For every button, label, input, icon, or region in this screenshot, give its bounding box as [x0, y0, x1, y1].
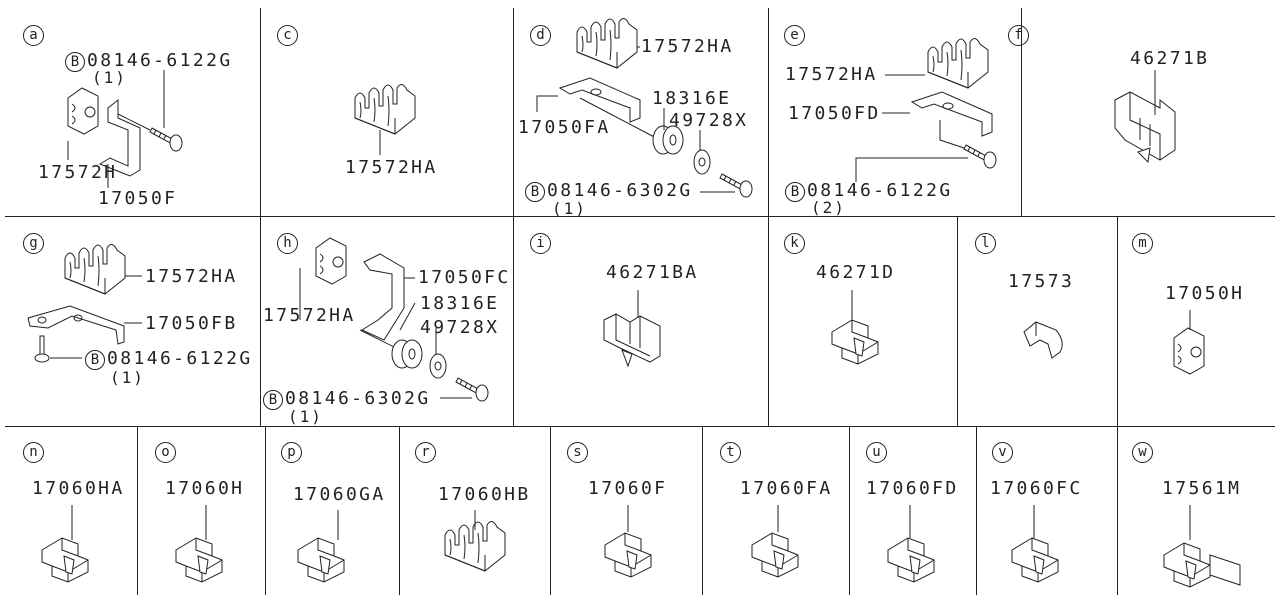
- panel-letter-g: g: [23, 233, 44, 254]
- panel-letter-a: a: [23, 25, 44, 46]
- grid-line: [1117, 426, 1118, 595]
- part-number: 08146-6302G: [285, 388, 431, 409]
- part-number[interactable]: 17060F: [588, 478, 668, 499]
- part-number[interactable]: 17050FD: [788, 103, 881, 124]
- part-number[interactable]: 17572HA: [345, 157, 438, 178]
- grid-line: [957, 216, 958, 426]
- part-number[interactable]: 49728X: [420, 317, 500, 338]
- grid-line: [849, 426, 850, 595]
- part-number[interactable]: 17060HB: [438, 484, 531, 505]
- part-number: 08146-6122G: [87, 50, 233, 71]
- panel-letter-n: n: [23, 442, 44, 463]
- grid-line: [513, 216, 514, 426]
- panel-letter-f: f: [1008, 25, 1029, 46]
- quantity: (1): [552, 199, 587, 218]
- part-number[interactable]: 17572H: [38, 162, 118, 183]
- part-number[interactable]: 18316E: [420, 293, 500, 314]
- part-number[interactable]: 17060FD: [866, 478, 959, 499]
- part-number[interactable]: 17050H: [1165, 283, 1245, 304]
- panel-letter-p: p: [281, 442, 302, 463]
- part-number[interactable]: 46271D: [816, 262, 896, 283]
- panel-letter-u: u: [866, 442, 887, 463]
- part-number[interactable]: 17050F: [98, 188, 178, 209]
- part-number[interactable]: 17050FC: [418, 267, 511, 288]
- panel-letter-e: e: [784, 25, 805, 46]
- panel-letter-d: d: [530, 25, 551, 46]
- grid-line: [260, 216, 261, 426]
- panel-letter-s: s: [567, 442, 588, 463]
- part-number[interactable]: 17572HA: [263, 305, 356, 326]
- panel-letter-w: w: [1132, 442, 1153, 463]
- part-number: 08146-6122G: [807, 180, 953, 201]
- grid-line: [1021, 8, 1022, 216]
- part-number[interactable]: 18316E: [652, 88, 732, 109]
- panel-letter-v: v: [992, 442, 1013, 463]
- grid-line: [513, 8, 514, 216]
- grid-line: [976, 426, 977, 595]
- panel-letter-t: t: [720, 442, 741, 463]
- grid-line: [1117, 216, 1118, 426]
- grid-line: [260, 8, 261, 216]
- panel-letter-c: c: [277, 25, 298, 46]
- quantity: (1): [288, 407, 323, 426]
- part-number[interactable]: 17060H: [165, 478, 245, 499]
- grid-line: [399, 426, 400, 595]
- panel-letter-r: r: [415, 442, 436, 463]
- panel-letter-m: m: [1132, 233, 1153, 254]
- part-number[interactable]: 46271B: [1130, 48, 1210, 69]
- part-number[interactable]: 49728X: [669, 110, 749, 131]
- bolt-mark-icon: B: [65, 52, 85, 72]
- part-number[interactable]: 17573: [1008, 271, 1075, 292]
- part-number[interactable]: 17561M: [1162, 478, 1242, 499]
- part-number[interactable]: 17572HA: [641, 36, 734, 57]
- part-number[interactable]: 17050FA: [518, 117, 611, 138]
- quantity: (1): [92, 68, 127, 87]
- panel-letter-l: l: [975, 233, 996, 254]
- panel-letter-o: o: [155, 442, 176, 463]
- part-number[interactable]: 46271BA: [606, 262, 699, 283]
- part-number[interactable]: 17060FC: [990, 478, 1083, 499]
- part-number: 08146-6122G: [107, 348, 253, 369]
- part-number: 08146-6302G: [547, 180, 693, 201]
- grid-line: [5, 216, 1275, 217]
- grid-line: [702, 426, 703, 595]
- part-number[interactable]: 17572HA: [145, 266, 238, 287]
- part-number[interactable]: 17060HA: [32, 478, 125, 499]
- grid-line: [137, 426, 138, 595]
- part-number[interactable]: 17060FA: [740, 478, 833, 499]
- grid-line: [768, 8, 769, 216]
- grid-line: [768, 216, 769, 426]
- quantity: (1): [110, 368, 145, 387]
- part-number[interactable]: 17572HA: [785, 64, 878, 85]
- part-number[interactable]: 17050FB: [145, 313, 238, 334]
- bolt-mark-icon: B: [85, 350, 105, 370]
- bolt-mark-icon: B: [525, 182, 545, 202]
- panel-letter-h: h: [277, 233, 298, 254]
- bolt-mark-icon: B: [785, 182, 805, 202]
- panel-letter-i: i: [530, 233, 551, 254]
- bolt-mark-icon: B: [263, 390, 283, 410]
- grid-line: [5, 426, 1275, 427]
- part-number[interactable]: 17060GA: [293, 484, 386, 505]
- grid-line: [550, 426, 551, 595]
- quantity: (2): [811, 198, 846, 217]
- grid-line: [265, 426, 266, 595]
- panel-letter-k: k: [784, 233, 805, 254]
